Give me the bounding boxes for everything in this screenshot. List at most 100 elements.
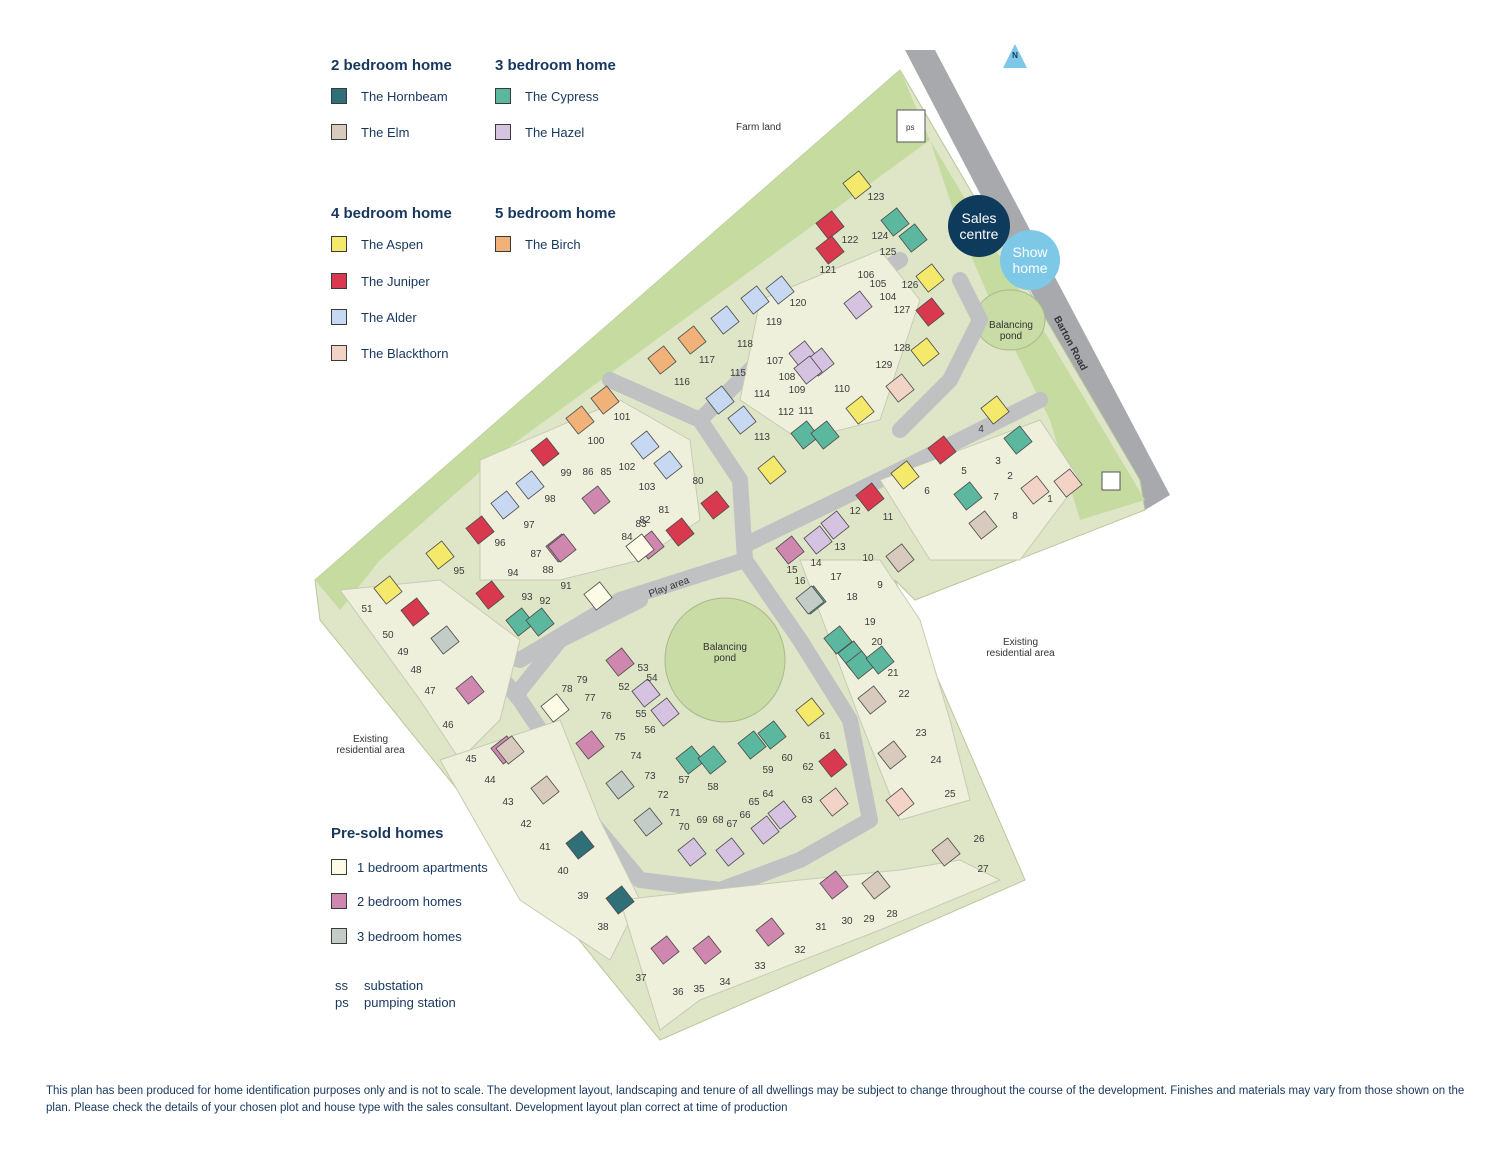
- house-juniper-plot-122[interactable]: [815, 235, 845, 265]
- house-cypress-plot-112[interactable]: [810, 420, 840, 450]
- show-home-callout[interactable]: Show home: [1000, 230, 1060, 290]
- house-hazel-plot-12[interactable]: [820, 510, 850, 540]
- house-cypress-plot-125[interactable]: [898, 223, 928, 253]
- house-alder-plot-119[interactable]: [740, 285, 770, 315]
- house-hazel-plot-70[interactable]: [715, 837, 745, 867]
- sales-centre-callout[interactable]: Sales centre: [948, 195, 1010, 257]
- house-hazel-plot-66[interactable]: [767, 800, 797, 830]
- house-alder-plot-120[interactable]: [765, 275, 795, 305]
- house-cypress-plot-111[interactable]: [790, 420, 820, 450]
- house-aspen-plot-51[interactable]: [373, 575, 403, 605]
- house-aspen-plot-110[interactable]: [845, 395, 875, 425]
- house-elm-plot-22[interactable]: [857, 685, 887, 715]
- house-aspen-plot-123[interactable]: [842, 170, 872, 200]
- house-aspen-plot-126[interactable]: [915, 263, 945, 293]
- house-cypress-plot-57[interactable]: [675, 745, 705, 775]
- house-alder-plot-98[interactable]: [515, 470, 545, 500]
- house-cypress-plot-58[interactable]: [697, 745, 727, 775]
- house-elm-plot-26[interactable]: [931, 837, 961, 867]
- house-juniper-plot-11[interactable]: [855, 482, 885, 512]
- house-hornbeam-plot-39[interactable]: [605, 885, 635, 915]
- house-alder-plot-97[interactable]: [490, 490, 520, 520]
- house-hazel-plot-69[interactable]: [677, 837, 707, 867]
- house-presold_2bed-plot-46[interactable]: [455, 675, 485, 705]
- house-presold_2bed-plot-86[interactable]: [581, 485, 611, 515]
- house-cypress-plot-18[interactable]: [823, 625, 853, 655]
- house-hazel-plot-55[interactable]: [650, 697, 680, 727]
- house-presold_2bed-plot-75[interactable]: [575, 730, 605, 760]
- house-cypress-plot-3[interactable]: [1003, 425, 1033, 455]
- house-aspen-plot-4[interactable]: [980, 395, 1010, 425]
- house-birch-plot-117[interactable]: [677, 325, 707, 355]
- house-presold_2bed-plot-33[interactable]: [755, 917, 785, 947]
- house-presold_2bed-plot-88[interactable]: [547, 533, 577, 563]
- plot-number-58: 58: [707, 782, 719, 793]
- house-hazel-plot-56[interactable]: [631, 678, 661, 708]
- house-cypress-plot-21[interactable]: [865, 645, 895, 675]
- house-presold_3bed-plot-73[interactable]: [605, 770, 635, 800]
- house-alder-plot-118[interactable]: [710, 305, 740, 335]
- house-presold_2bed-plot-35[interactable]: [692, 935, 722, 965]
- house-elm-plot-28[interactable]: [861, 870, 891, 900]
- house-aspen-plot-113[interactable]: [757, 455, 787, 485]
- house-cypress-plot-7[interactable]: [953, 481, 983, 511]
- house-blackthorn-plot-63[interactable]: [819, 787, 849, 817]
- legend-3-bed-heading: 3 bedroom home: [495, 57, 616, 74]
- house-juniper-plot-50[interactable]: [400, 597, 430, 627]
- house-presold_2bed-plot-52[interactable]: [605, 647, 635, 677]
- house-birch-plot-116[interactable]: [647, 345, 677, 375]
- house-cypress-plot-124[interactable]: [880, 207, 910, 237]
- house-presold_3bed-plot-17[interactable]: [795, 585, 825, 615]
- plot-number-26: 26: [973, 834, 985, 845]
- house-presold_2bed-plot-14[interactable]: [775, 535, 805, 565]
- house-juniper-plot-5[interactable]: [927, 435, 957, 465]
- house-aspen-plot-128[interactable]: [910, 337, 940, 367]
- house-presold_2bed-plot-36[interactable]: [650, 935, 680, 965]
- house-hornbeam-plot-40[interactable]: [565, 830, 595, 860]
- house-aspen-plot-6[interactable]: [890, 460, 920, 490]
- house-cypress-plot-60[interactable]: [757, 720, 787, 750]
- house-birch-plot-101[interactable]: [590, 385, 620, 415]
- house-elm-plot-43[interactable]: [530, 775, 560, 805]
- house-elm-plot-44[interactable]: [495, 735, 525, 765]
- house-juniper-plot-127[interactable]: [915, 297, 945, 327]
- house-apartments-plot-84[interactable]: [625, 533, 655, 563]
- house-juniper-plot-81[interactable]: [665, 517, 695, 547]
- house-presold_3bed-plot-48[interactable]: [430, 625, 460, 655]
- plot-number-129: 129: [876, 360, 893, 371]
- plot-number-99: 99: [560, 468, 572, 479]
- house-blackthorn-plot-2[interactable]: [1020, 475, 1050, 505]
- house-hazel-plot-109[interactable]: [793, 355, 823, 385]
- house-presold_3bed-plot-71[interactable]: [633, 807, 663, 837]
- house-presold_2bed-plot-30[interactable]: [819, 870, 849, 900]
- house-alder-plot-115[interactable]: [727, 405, 757, 435]
- house-blackthorn-plot-25[interactable]: [885, 787, 915, 817]
- house-hazel-plot-65[interactable]: [750, 815, 780, 845]
- house-apartments-plot-89[interactable]: [583, 581, 613, 611]
- house-juniper-plot-99[interactable]: [530, 437, 560, 467]
- house-alder-plot-103[interactable]: [653, 450, 683, 480]
- house-blackthorn-plot-1[interactable]: [1053, 468, 1083, 498]
- house-apartments-plot-78[interactable]: [540, 693, 570, 723]
- house-hazel-plot-13[interactable]: [803, 525, 833, 555]
- house-hazel-plot-106[interactable]: [843, 290, 873, 320]
- house-alder-plot-102[interactable]: [630, 430, 660, 460]
- house-cypress-plot-93[interactable]: [525, 607, 555, 637]
- house-cypress-plot-92[interactable]: [505, 607, 535, 637]
- house-cypress-plot-59[interactable]: [737, 730, 767, 760]
- house-juniper-plot-80[interactable]: [700, 490, 730, 520]
- house-elm-plot-9[interactable]: [885, 543, 915, 573]
- house-birch-plot-100[interactable]: [565, 405, 595, 435]
- house-juniper-plot-96[interactable]: [465, 515, 495, 545]
- house-juniper-plot-121[interactable]: [815, 210, 845, 240]
- plot-number-108: 108: [779, 372, 796, 383]
- house-aspen-plot-61[interactable]: [795, 697, 825, 727]
- house-juniper-plot-94[interactable]: [475, 580, 505, 610]
- house-elm-plot-23[interactable]: [877, 740, 907, 770]
- house-juniper-plot-62[interactable]: [818, 748, 848, 778]
- house-aspen-plot-95[interactable]: [425, 540, 455, 570]
- house-blackthorn-plot-129[interactable]: [885, 373, 915, 403]
- plot-number-40: 40: [557, 866, 569, 877]
- house-alder-plot-114[interactable]: [705, 385, 735, 415]
- house-elm-plot-8[interactable]: [968, 510, 998, 540]
